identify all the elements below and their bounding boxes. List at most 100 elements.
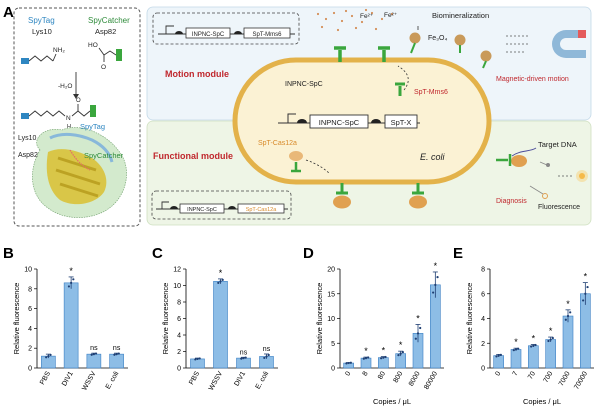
y-axis-label: Relative fluorescence bbox=[465, 283, 474, 355]
cell-inpnc-label: INPNC-SpC bbox=[285, 81, 323, 88]
panel-letter-a: A bbox=[3, 4, 14, 21]
y-tick-label: 6 bbox=[28, 306, 32, 313]
water-loss-label: -H₂O bbox=[58, 83, 72, 90]
motion-gene-1 bbox=[185, 27, 231, 39]
y-tick-label: 8 bbox=[481, 267, 485, 274]
bar bbox=[86, 353, 102, 369]
data-point bbox=[240, 357, 243, 360]
data-point bbox=[436, 276, 439, 279]
data-point bbox=[532, 344, 535, 347]
data-point bbox=[569, 311, 572, 314]
data-point bbox=[401, 351, 404, 354]
motion-arrows bbox=[506, 35, 530, 53]
significance-mark: ns bbox=[263, 346, 271, 353]
bar bbox=[510, 349, 522, 369]
struct-spytag-label: SpyTag bbox=[80, 122, 105, 131]
bar bbox=[378, 357, 389, 369]
category-label: E. coli bbox=[255, 370, 271, 390]
category-label: 800 bbox=[392, 370, 404, 384]
magnet-icon bbox=[552, 30, 586, 58]
cell-rbs-1 bbox=[297, 119, 307, 123]
category-label: 7 bbox=[512, 370, 520, 377]
data-point bbox=[534, 343, 537, 347]
motion-gene-1-label: INPNC-SpC bbox=[192, 32, 225, 38]
reporter-2 bbox=[542, 193, 548, 199]
data-point bbox=[530, 345, 533, 348]
fluorescence-label: Fluorescence bbox=[538, 204, 580, 211]
y-tick-label: 6 bbox=[177, 316, 181, 323]
data-point bbox=[67, 285, 71, 288]
spycatcher-block bbox=[116, 49, 122, 61]
category-label: 80000 bbox=[423, 370, 439, 390]
fluorescence-halo bbox=[576, 170, 588, 182]
data-point bbox=[566, 314, 570, 318]
product-chain bbox=[28, 110, 66, 117]
bar bbox=[236, 357, 251, 369]
motion-construct-box bbox=[152, 12, 300, 45]
data-point bbox=[582, 299, 585, 302]
category-label: 8 bbox=[362, 370, 370, 377]
struct-lys10-label: Lys10 bbox=[18, 135, 37, 142]
product-o-label: O bbox=[76, 98, 81, 104]
reporter-2-stem bbox=[529, 185, 544, 195]
cas12a-protein-inner bbox=[289, 151, 303, 161]
magnetite-stem-1 bbox=[410, 42, 416, 54]
data-point bbox=[221, 278, 224, 281]
bar bbox=[562, 315, 574, 369]
y-tick-label: 10 bbox=[173, 283, 181, 290]
y-tick-label: 10 bbox=[327, 316, 335, 323]
y-tick-label: 10 bbox=[24, 267, 32, 274]
data-point bbox=[196, 357, 199, 361]
reporter-1-stem bbox=[539, 161, 548, 166]
data-point bbox=[244, 356, 247, 359]
bar bbox=[528, 345, 539, 369]
bar bbox=[109, 353, 124, 369]
data-point bbox=[263, 356, 266, 360]
data-point bbox=[432, 291, 435, 294]
category-label: 700 bbox=[542, 370, 554, 384]
data-point bbox=[547, 339, 550, 343]
significance-mark: * bbox=[399, 340, 403, 350]
bar bbox=[493, 355, 504, 369]
functional-rbs-2 bbox=[228, 206, 236, 209]
spt-cas12a-label: SpT-Cas12a bbox=[258, 140, 297, 147]
protein-structure bbox=[32, 127, 127, 218]
data-point bbox=[419, 326, 422, 330]
aspartate-chain bbox=[98, 47, 117, 56]
significance-mark: * bbox=[434, 261, 438, 271]
data-point bbox=[414, 337, 417, 340]
data-point bbox=[45, 356, 48, 359]
spytag-block bbox=[21, 58, 29, 64]
significance-mark: * bbox=[219, 268, 223, 278]
y-tick-label: 5 bbox=[331, 341, 335, 348]
data-point bbox=[72, 278, 75, 281]
surface-anchor-2 bbox=[378, 46, 390, 62]
data-point bbox=[584, 292, 587, 295]
functional-construct-box bbox=[151, 190, 292, 220]
side-anchor bbox=[496, 154, 512, 166]
data-point bbox=[497, 354, 500, 357]
spytag-heading: SpyTag bbox=[28, 16, 55, 25]
reaction-arrowhead bbox=[73, 94, 79, 99]
data-point bbox=[70, 281, 73, 284]
y-tick-label: 4 bbox=[28, 326, 32, 333]
y-tick-label: 4 bbox=[481, 316, 485, 323]
product-spycatcher-block bbox=[90, 105, 96, 117]
significance-mark: * bbox=[549, 326, 553, 336]
bar bbox=[213, 281, 228, 369]
chemistry-box bbox=[13, 7, 141, 227]
y-tick-label: 0 bbox=[28, 366, 32, 373]
data-point bbox=[115, 353, 118, 356]
y-tick-label: 0 bbox=[481, 366, 485, 373]
motion-rbs-2 bbox=[234, 31, 242, 34]
data-point bbox=[347, 361, 350, 365]
data-point bbox=[47, 355, 50, 358]
data-point bbox=[113, 353, 116, 356]
functional-gene-2-label: SpT-Cas12a bbox=[246, 207, 278, 213]
data-point bbox=[495, 355, 498, 358]
data-point bbox=[265, 355, 268, 358]
y-tick-label: 8 bbox=[177, 300, 181, 307]
magnetite-stem-3 bbox=[482, 60, 487, 69]
data-point bbox=[586, 285, 589, 289]
